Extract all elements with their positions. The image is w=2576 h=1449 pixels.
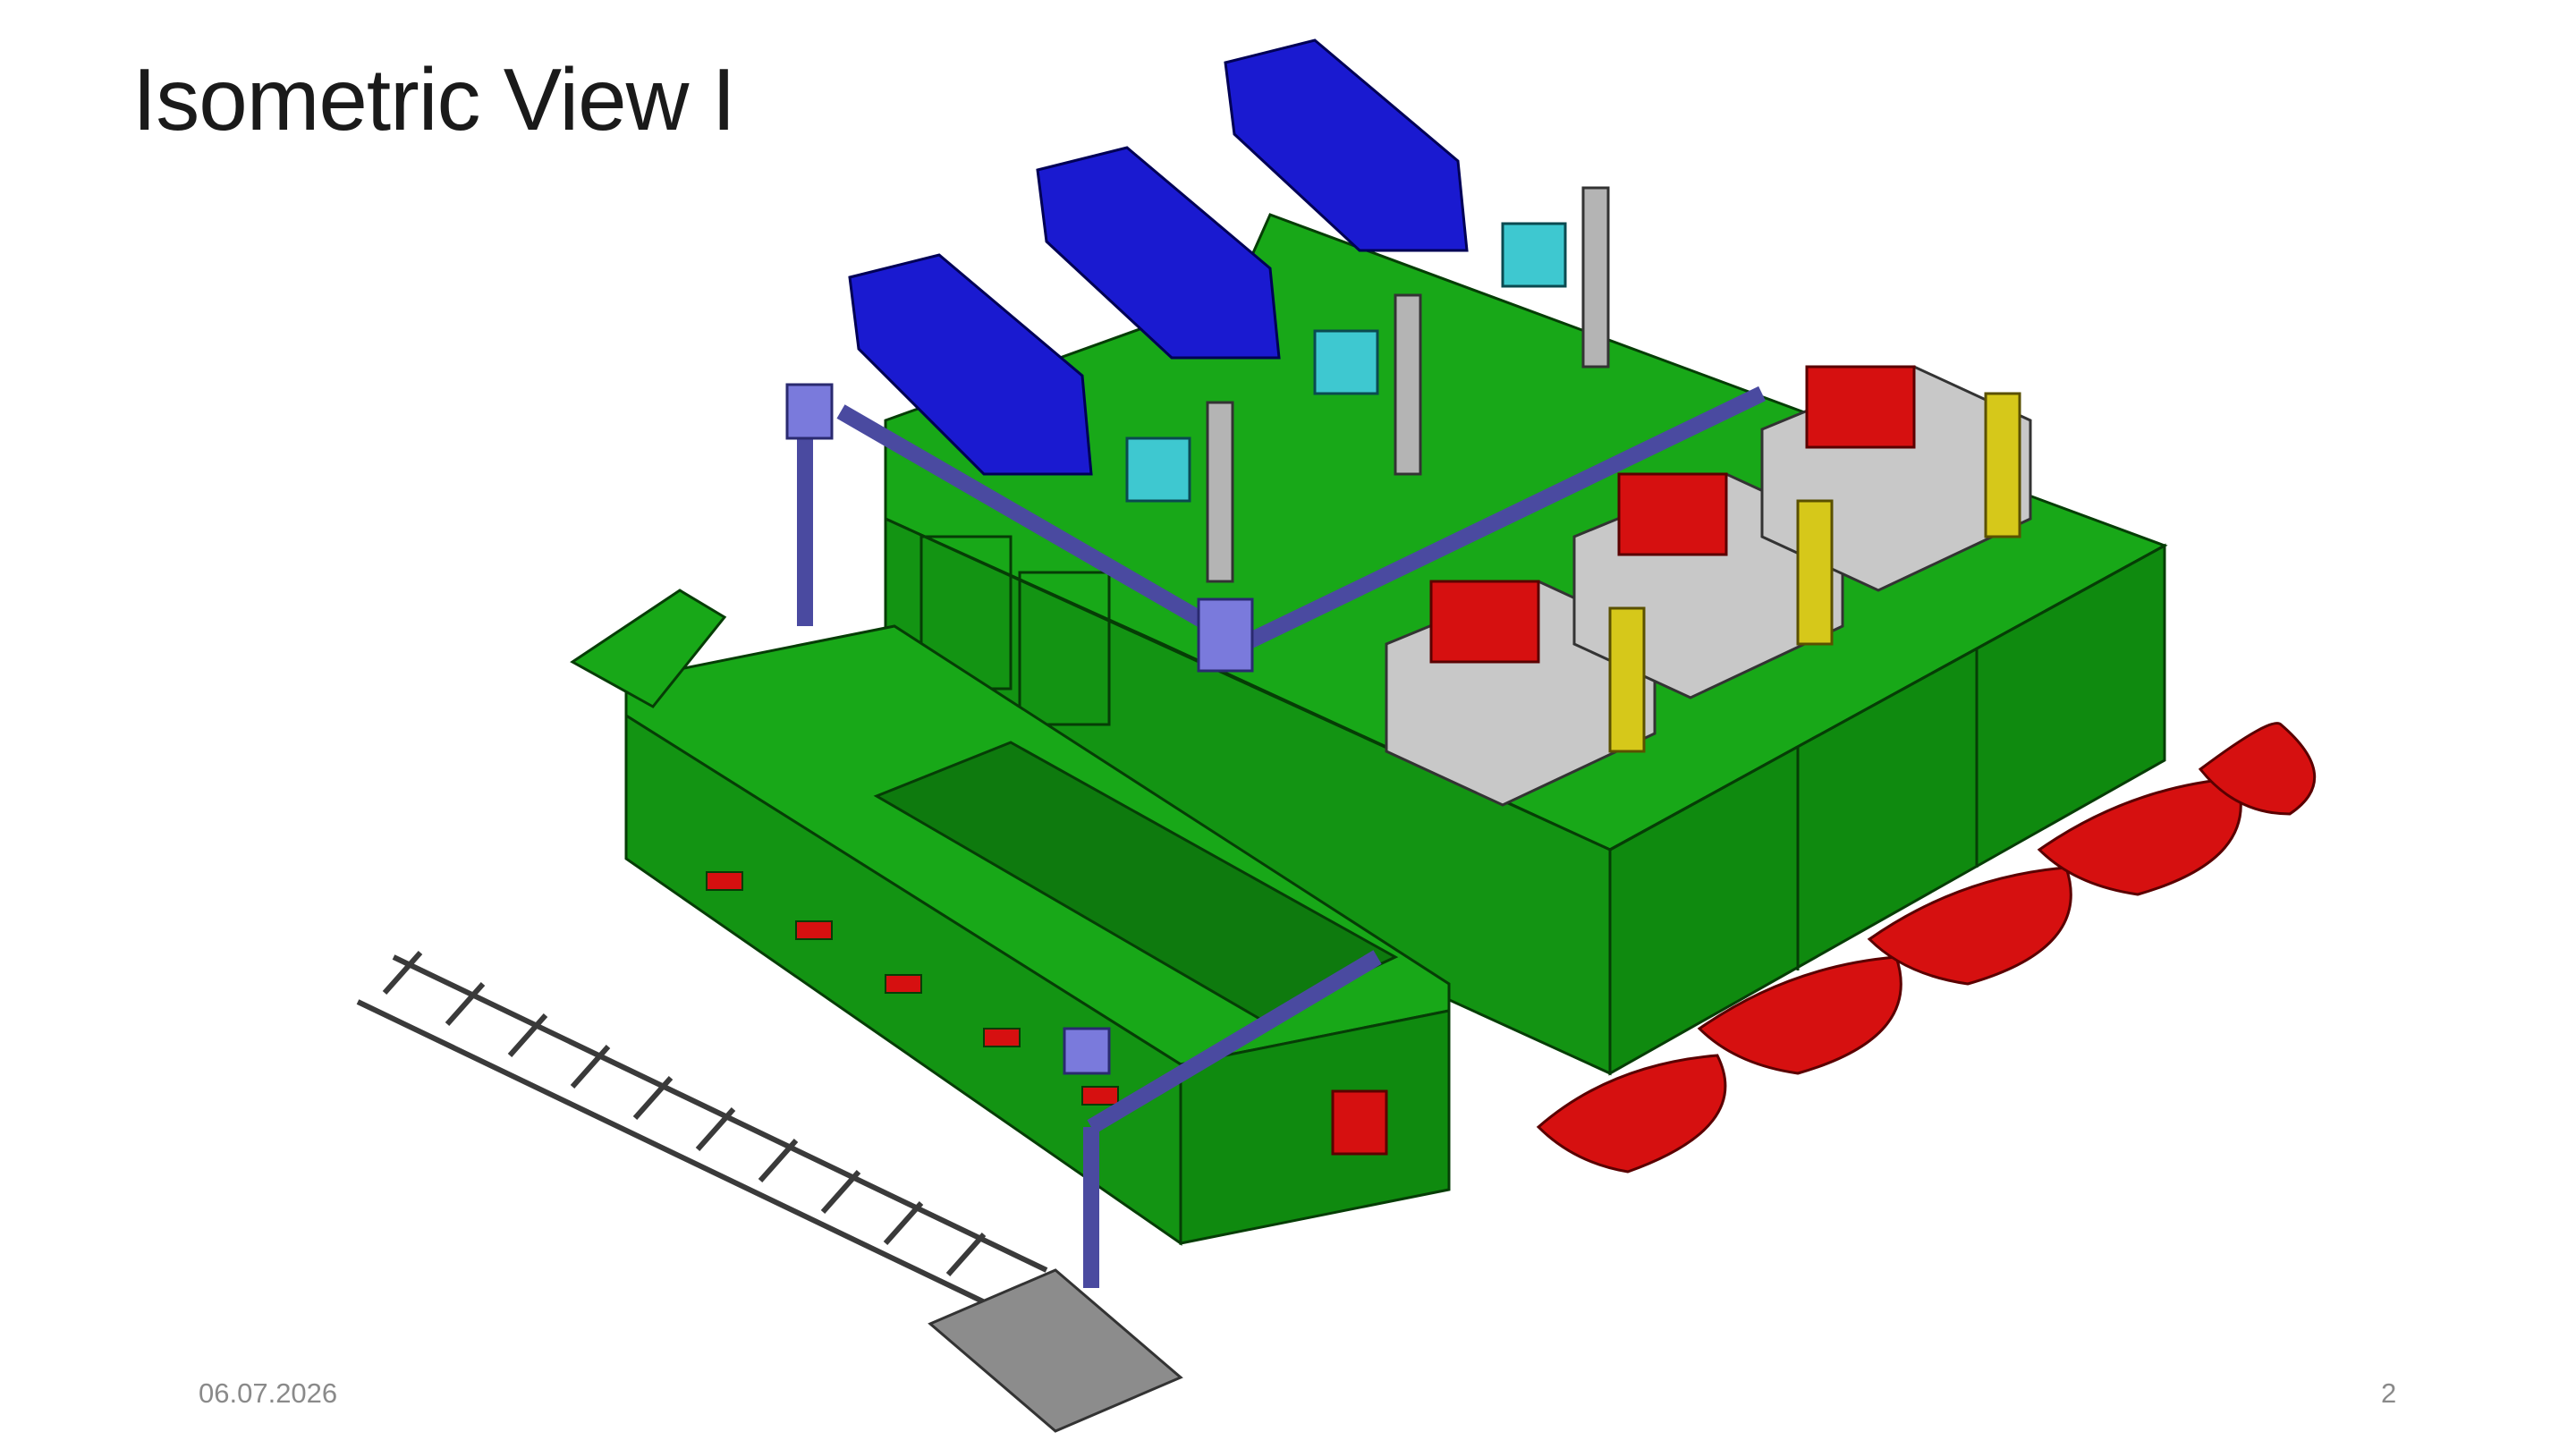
pipe-header — [797, 386, 1766, 1288]
base-beam — [928, 1268, 1183, 1433]
vent-stacks — [1206, 186, 1610, 583]
section-dividers — [1609, 544, 2165, 970]
filters — [1608, 392, 2021, 753]
trough-windows — [706, 871, 1119, 1106]
slide-date: 06.07.2026 — [199, 1377, 338, 1409]
scraper-discs — [1536, 722, 2316, 1174]
drive-units — [1125, 222, 1567, 503]
pipe-fittings — [785, 383, 1254, 1075]
page-number: 2 — [2381, 1377, 2397, 1409]
feed-hopper — [570, 589, 727, 708]
conveyor-ladder — [356, 951, 1048, 1318]
trough-end — [1179, 1009, 1451, 1245]
trough-opening — [873, 741, 1399, 1021]
slide-title: Isometric View I — [132, 50, 736, 148]
fan-units — [848, 38, 1469, 476]
trough-end-motor — [1331, 1089, 1388, 1156]
motors — [1429, 365, 1916, 664]
